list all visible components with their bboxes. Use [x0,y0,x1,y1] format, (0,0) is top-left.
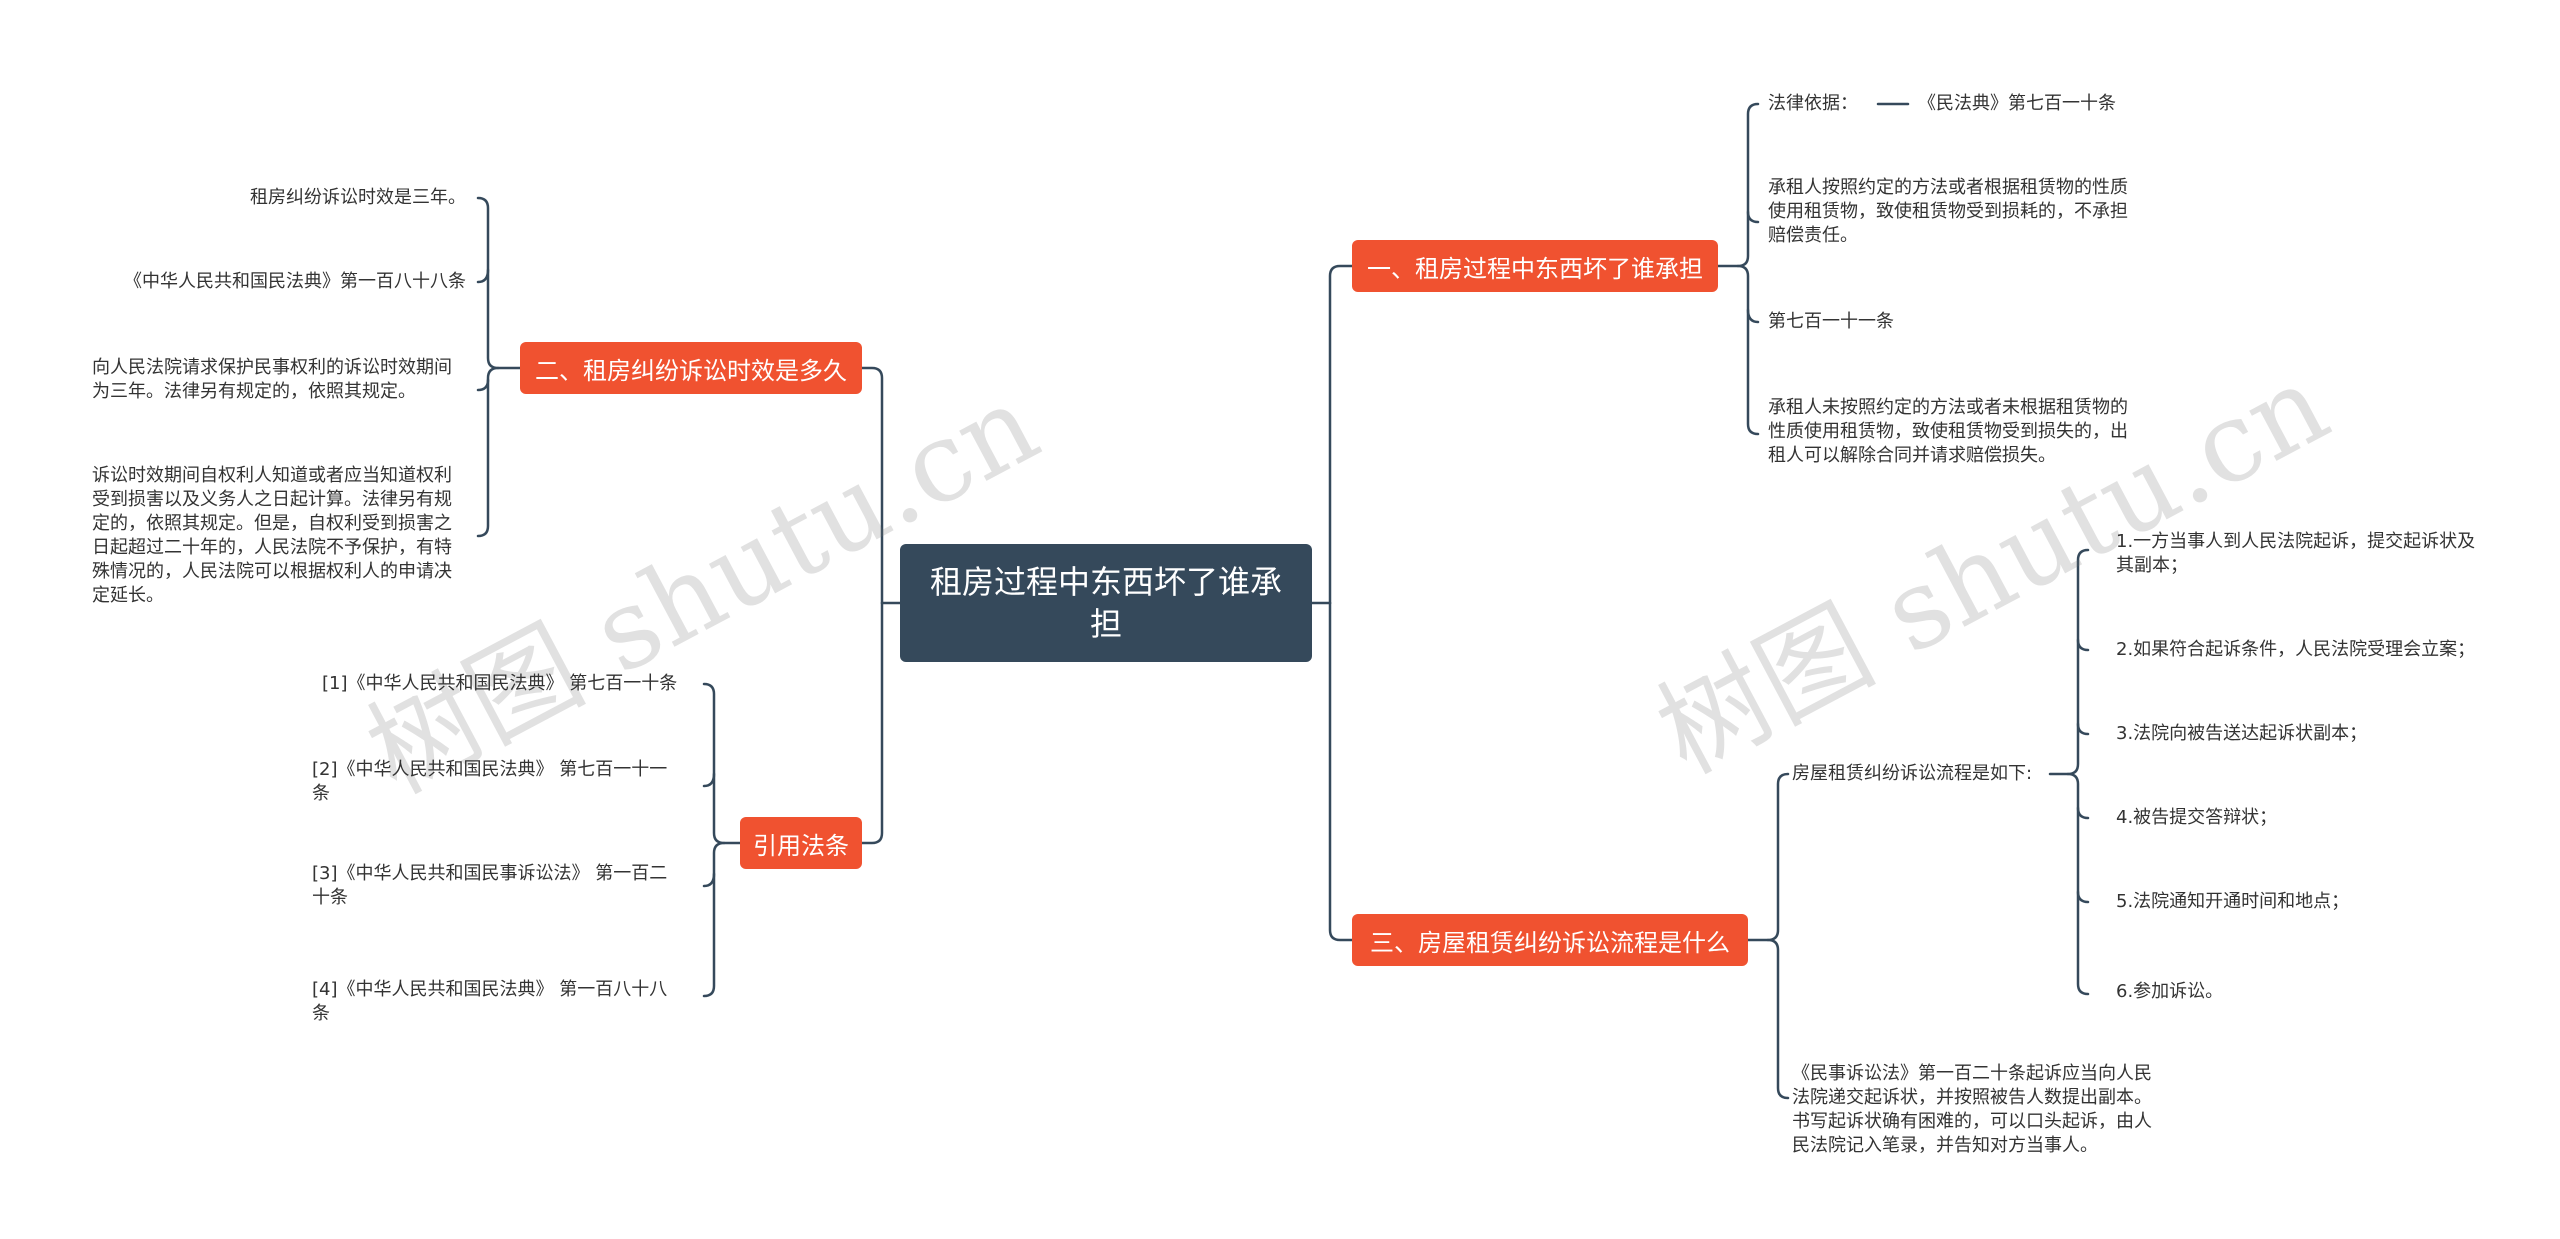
branch-litigation-process[interactable]: 三、房屋租赁纠纷诉讼流程是什么 [1352,914,1748,966]
leaf-legal-basis-label: 法律依据： [1768,93,1858,114]
branch-limitation-period[interactable]: 二、租房纠纷诉讼时效是多久 [520,342,862,394]
leaf-cited-law-3: [3]《中华人民共和国民事诉讼法》 第一百二 十条 [312,863,668,908]
leaf-step-3: 3.法院向被告送达起诉状副本； [2116,723,2368,744]
leaf-cited-law-1: [1]《中华人民共和国民法典》 第七百一十条 [322,673,678,694]
leaf-process-note: 《民事诉讼法》第一百二十条起诉应当向人民 法院递交起诉状，并按照被告人数提出副本… [1792,1063,2152,1156]
leaf-process-label: 房屋租赁纠纷诉讼流程是如下: [1792,763,2033,784]
leaf-legal-basis-value: 《民法典》第七百一十条 [1918,93,2116,114]
leaf-step-1: 1.一方当事人到人民法院起诉，提交起诉状及 其副本； [2116,531,2476,576]
leaf-step-2: 2.如果符合起诉条件，人民法院受理会立案； [2116,639,2476,660]
leaf-b1-item1: 承租人按照约定的方法或者根据租赁物的性质 使用租赁物，致使租赁物受到损耗的，不承… [1768,177,2128,246]
leaf-b1-item2: 第七百一十一条 [1768,311,1894,332]
leaf-b2-item2: 《中华人民共和国民法典》第一百八十八条 [124,271,466,292]
leaf-step-4: 4.被告提交答辩状； [2116,807,2278,828]
leaf-cited-law-4: [4]《中华人民共和国民法典》 第一百八十八 条 [312,979,668,1024]
branch-cited-laws[interactable]: 引用法条 [740,817,862,869]
leaf-b2-item3: 向人民法院请求保护民事权利的诉讼时效期间 为三年。法律另有规定的，依照其规定。 [92,357,452,402]
leaf-step-6: 6.参加诉讼。 [2116,981,2224,1002]
leaf-cited-law-2: [2]《中华人民共和国民法典》 第七百一十一 条 [312,759,668,804]
leaf-b2-item4: 诉讼时效期间自权利人知道或者应当知道权利 受到损害以及义务人之日起计算。法律另有… [92,465,452,606]
leaf-b1-item3: 承租人未按照约定的方法或者未根据租赁物的 性质使用租赁物，致使租赁物受到损失的，… [1768,397,2128,466]
root-node[interactable]: 租房过程中东西坏了谁承担 [900,544,1312,662]
leaf-step-5: 5.法院通知开通时间和地点； [2116,891,2350,912]
branch-who-bears-damage[interactable]: 一、租房过程中东西坏了谁承担 [1352,240,1718,292]
leaf-b2-item1: 租房纠纷诉讼时效是三年。 [250,187,466,208]
